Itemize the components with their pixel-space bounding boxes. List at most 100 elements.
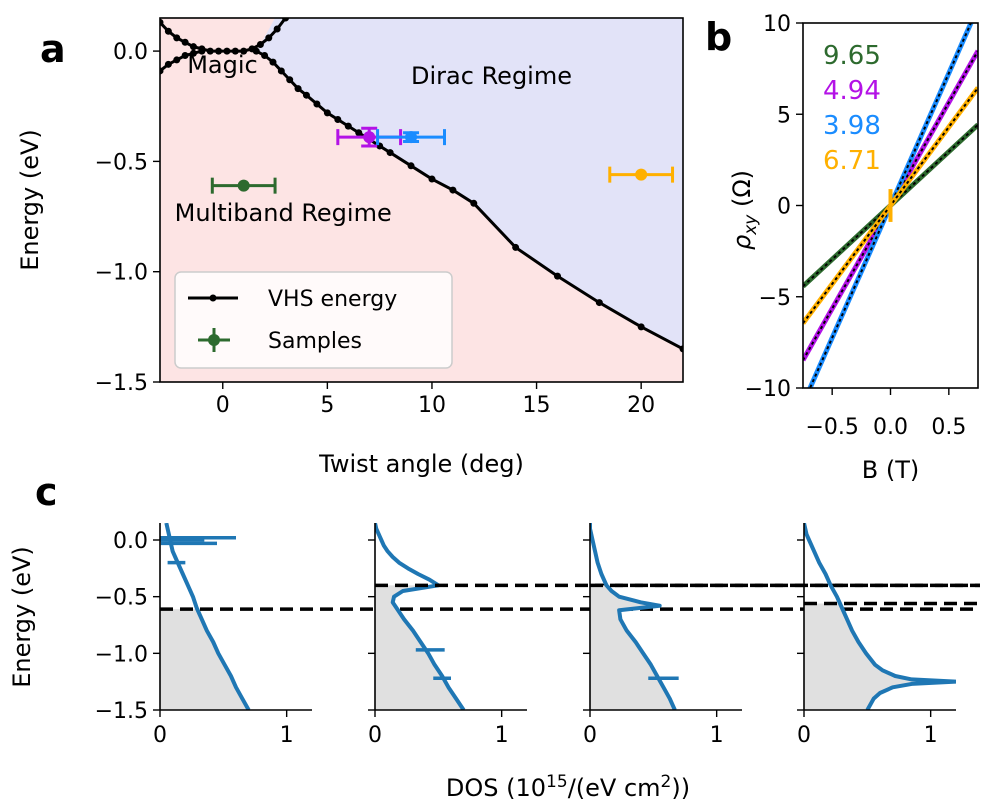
x-axis-label: Twist angle (deg)	[318, 450, 524, 478]
dos-curve	[804, 523, 956, 710]
x-tick-label: 10	[418, 393, 446, 418]
vhs-point	[181, 38, 189, 46]
legend-marker	[208, 334, 220, 346]
series-label-0: 9.65	[823, 41, 881, 71]
vhs-point	[277, 67, 285, 75]
vhs-point	[313, 100, 321, 108]
vhs-point	[265, 34, 273, 42]
sample-marker	[237, 179, 250, 192]
y-tick-label: −10	[745, 377, 791, 402]
vhs-point	[470, 199, 478, 207]
y-tick-label: 0.0	[113, 40, 148, 65]
rxy-fit-1	[803, 50, 978, 361]
vhs-point	[189, 49, 197, 57]
x-tick-label: 1	[924, 723, 938, 748]
x-label-part: 2	[661, 772, 672, 792]
series-label-1: 4.94	[823, 76, 881, 106]
vhs-point	[282, 18, 290, 22]
vhs-point	[173, 56, 181, 64]
y-tick-label: −1.5	[95, 371, 148, 396]
vhs-point	[553, 272, 561, 280]
vhs-point	[679, 345, 683, 353]
vhs-point	[160, 18, 164, 26]
vhs-point	[269, 58, 277, 66]
vhs-point	[252, 47, 260, 55]
sample-point-1	[336, 126, 403, 148]
series-label-3: 6.71	[823, 146, 881, 176]
y-label-sub: xy	[741, 214, 761, 236]
occupied-fill	[160, 609, 249, 710]
vhs-point	[407, 162, 415, 170]
vhs-point	[637, 323, 645, 331]
legend-label-samples: Samples	[268, 329, 362, 354]
region-label-1: Dirac Regime	[411, 62, 572, 90]
y-tick-label: −1.0	[95, 642, 148, 667]
vhs-point	[256, 40, 264, 48]
series-label-2: 3.98	[823, 111, 881, 141]
vhs-point	[198, 47, 206, 55]
dos-curve	[375, 523, 466, 710]
y-tick-label: −5	[759, 286, 791, 311]
y-tick-label: −0.5	[95, 586, 148, 611]
panel-label-a: a	[40, 27, 66, 71]
axes-frame-a	[159, 17, 684, 383]
sample-point-0	[210, 177, 277, 194]
plot-area-b	[803, 23, 978, 388]
plot-area-c	[804, 523, 956, 710]
x-label-part: 15	[546, 772, 568, 792]
x-label-part: /(eV cm	[568, 774, 661, 802]
x-tick-label: 0	[797, 723, 811, 748]
sample-marker	[635, 168, 648, 181]
sample-point-2	[376, 129, 447, 146]
x-axis-label: B (T)	[862, 456, 919, 484]
sample-marker	[363, 131, 376, 144]
x-label-part: DOS (10	[446, 774, 546, 802]
y-tick-label: 5	[777, 103, 791, 128]
vhs-point	[160, 67, 164, 75]
vhs-point	[595, 299, 603, 307]
panel-label-b: b	[705, 15, 732, 59]
legend-box	[174, 271, 453, 369]
vhs-point	[286, 76, 294, 84]
x-tick-label: 0.5	[931, 415, 966, 440]
vhs-point	[189, 43, 197, 51]
x-tick-label: 15	[523, 393, 551, 418]
vhs-point	[334, 115, 342, 123]
vhs-point	[344, 122, 352, 130]
y-axis-label: Energy (eV)	[16, 129, 44, 271]
plot-area-c	[160, 523, 251, 710]
vhs-point	[428, 175, 436, 183]
x-tick-label: 1	[495, 723, 509, 748]
vhs-curve-upper	[160, 18, 287, 53]
dos-curve	[590, 523, 677, 710]
legend-label-vhs: VHS energy	[268, 287, 397, 312]
x-tick-label: 1	[710, 723, 724, 748]
vhs-point	[355, 129, 363, 137]
vhs-point	[261, 52, 269, 60]
plot-area-c	[590, 523, 679, 710]
vhs-point	[449, 186, 457, 194]
region-label-2: Multiband Regime	[175, 199, 392, 227]
sample-marker	[405, 131, 418, 144]
x-tick-label: 0	[583, 723, 597, 748]
region-label-0: Magic	[187, 51, 258, 79]
x-tick-label: 0	[368, 723, 382, 748]
vhs-point	[323, 109, 331, 117]
vhs-point	[223, 47, 231, 55]
vhs-point	[215, 47, 223, 55]
y-label-symbol: ρ	[728, 235, 756, 250]
x-tick-label: 0	[153, 723, 167, 748]
x-tick-label: −0.5	[805, 415, 858, 440]
y-tick-label: 10	[763, 12, 791, 37]
vhs-point	[206, 47, 214, 55]
vhs-point	[231, 47, 239, 55]
legend-marker	[209, 294, 217, 302]
vhs-point	[173, 34, 181, 42]
y-tick-label: −1.5	[95, 699, 148, 724]
y-tick-label: 0.0	[113, 529, 148, 554]
